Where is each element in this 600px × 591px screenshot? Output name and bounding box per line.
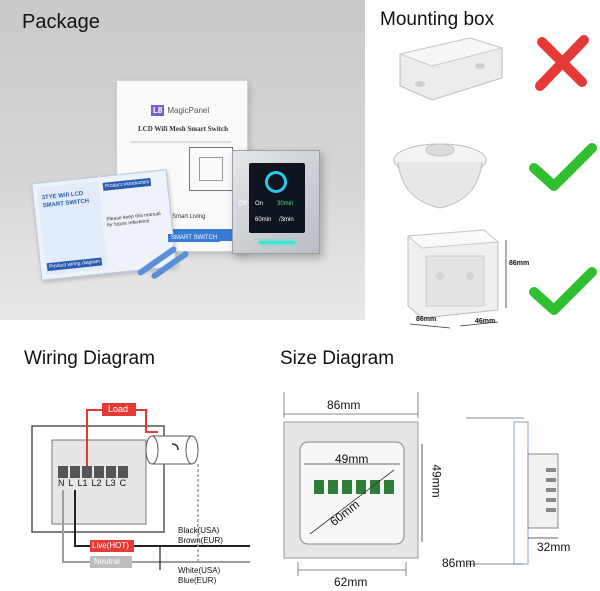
manual-line bbox=[131, 141, 231, 143]
switch-60min-label: 60min bbox=[255, 217, 272, 223]
manual-switch-inner bbox=[199, 157, 223, 181]
size-inner-width: 49mm bbox=[335, 452, 369, 466]
size-bottom-width: 62mm bbox=[334, 575, 368, 589]
brown-label: Brown(EUR) bbox=[178, 536, 223, 545]
terminal-l3: L3 bbox=[105, 478, 116, 488]
switch-3min-label: /3min bbox=[279, 217, 294, 223]
lamp-icon bbox=[145, 435, 199, 465]
terminal-l1: L1 bbox=[77, 478, 88, 488]
cross-icon bbox=[535, 35, 589, 91]
smart-living-label: Smart Living bbox=[172, 214, 206, 220]
terminal-c: C bbox=[119, 478, 127, 488]
size-width-top: 86mm bbox=[327, 398, 361, 412]
switch-on-label: On bbox=[255, 201, 264, 207]
side-faceplate bbox=[513, 421, 529, 565]
terminal-labels: N L L1 L2 L3 C bbox=[58, 478, 126, 488]
indicator-leds bbox=[259, 241, 295, 244]
blue-label: Blue(EUR) bbox=[178, 576, 217, 585]
surface-box-shallow bbox=[398, 37, 504, 101]
size-side-height: 86mm bbox=[442, 556, 476, 570]
package-heading: Package bbox=[22, 11, 100, 33]
switch-module bbox=[51, 439, 147, 525]
manual-brand: MagicPanel bbox=[167, 106, 210, 115]
smart-switch-label: SMART SWITCH bbox=[168, 234, 221, 242]
size-inner-height: 49mm bbox=[429, 464, 444, 498]
check-icon bbox=[529, 143, 597, 191]
white-label: White(USA) bbox=[178, 566, 221, 575]
live-tag bbox=[90, 540, 134, 552]
switch-screen: Off On 30min 60min /3min bbox=[239, 163, 305, 233]
switch-30min-label: 30min bbox=[277, 201, 294, 207]
box-depth-label: 46mm bbox=[475, 318, 496, 325]
terminal-l2: L2 bbox=[91, 478, 102, 488]
check-icon bbox=[529, 267, 597, 315]
neutral-label: Neutral bbox=[94, 557, 120, 566]
switch-outline bbox=[31, 425, 165, 533]
box-width-label: 86mm bbox=[416, 316, 437, 323]
load-tag bbox=[102, 403, 136, 416]
black-label: Black(USA) bbox=[178, 526, 220, 535]
smart-switch-panel: Off On 30min 60min /3min bbox=[232, 150, 320, 254]
mounting-heading: Mounting box bbox=[380, 9, 495, 30]
neutral-tag bbox=[90, 556, 132, 568]
live-label: Live(HOT) bbox=[92, 541, 129, 550]
round-back-box bbox=[393, 143, 487, 209]
package-photo: Package L8 MagicPanel LCD Wifi Mesh Smar… bbox=[0, 0, 365, 320]
manual-title: LCD Wifi Mesh Smart Switch bbox=[138, 125, 228, 133]
size-heading: Size Diagram bbox=[280, 348, 395, 369]
dial-ring-icon bbox=[265, 171, 287, 193]
load-label: Load bbox=[108, 404, 129, 414]
terminal-l: L bbox=[68, 478, 74, 488]
box-height-label: 86mm bbox=[509, 260, 530, 267]
terminal-n: N bbox=[58, 478, 65, 488]
square-back-box bbox=[406, 229, 507, 329]
switch-off-label: Off bbox=[239, 201, 247, 207]
manual-logo: L8 bbox=[151, 105, 165, 116]
leaflet-section-1: Product introduction bbox=[102, 177, 152, 191]
leaflet-note: Please keep this manual for future refer… bbox=[106, 211, 161, 229]
size-diagram bbox=[283, 392, 559, 576]
wiring-heading: Wiring Diagram bbox=[24, 348, 155, 369]
size-side-depth: 32mm bbox=[537, 540, 571, 554]
mounting-box-illustrations bbox=[393, 35, 597, 329]
wiring-diagram bbox=[31, 403, 250, 570]
